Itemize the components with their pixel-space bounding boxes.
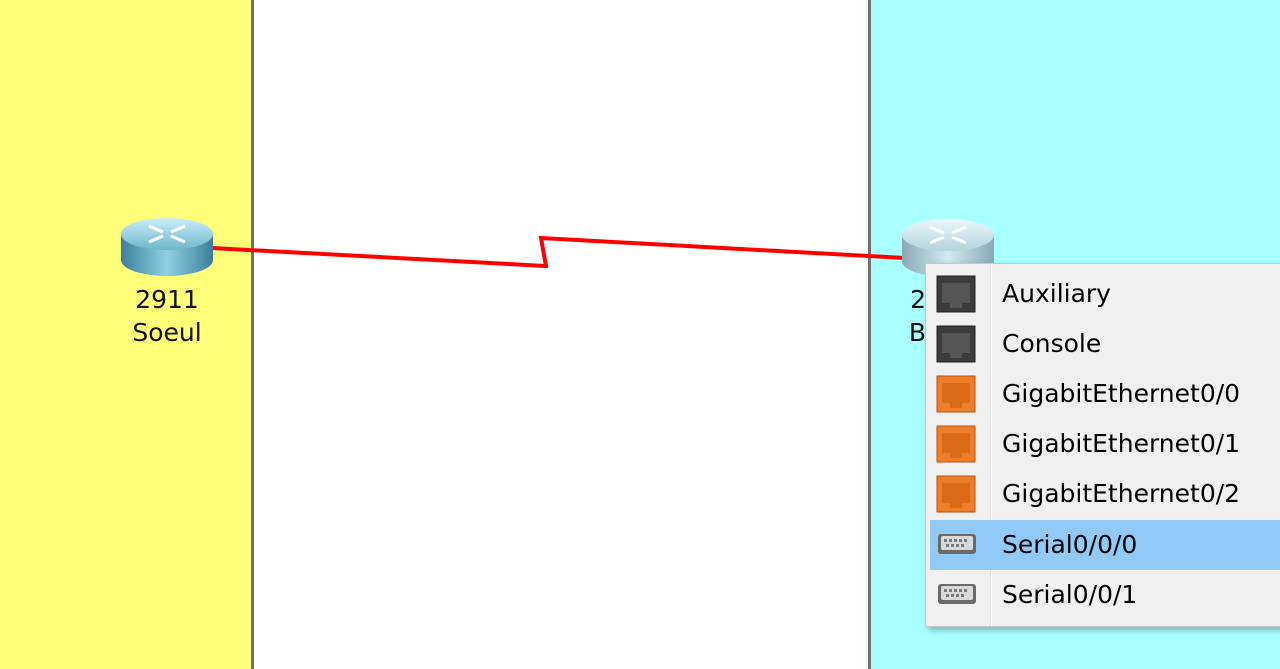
menu-item-console[interactable]: Console: [930, 319, 1280, 369]
menu-item-label: Serial0/0/0: [1002, 530, 1138, 559]
workspace-zone-middle: [254, 0, 868, 669]
menu-item-auxiliary[interactable]: Auxiliary: [930, 269, 1280, 319]
workspace-zone-left: [0, 0, 254, 669]
console-port-icon: [936, 325, 976, 363]
menu-item-label: GigabitEthernet0/0: [1002, 379, 1241, 408]
menu-item-label: GigabitEthernet0/2: [1002, 479, 1241, 508]
menu-item-serial0-0-1[interactable]: Serial0/0/1: [930, 570, 1280, 620]
console-port-icon: [936, 275, 976, 313]
router-model-label: 2: [910, 285, 926, 314]
router-name-label: B: [908, 318, 926, 347]
menu-item-label: GigabitEthernet0/1: [1002, 429, 1241, 458]
menu-item-gigabitethernet0-2[interactable]: GigabitEthernet0/2: [930, 469, 1280, 519]
router-model-label: 2911: [135, 285, 199, 314]
serial-port-icon: [938, 534, 976, 554]
router-name-label: Soeul: [132, 318, 202, 347]
ethernet-port-icon: [936, 425, 976, 463]
ethernet-port-icon: [936, 375, 976, 413]
port-context-menu: Auxiliary Console GigabitEthernet0/0 Gig…: [925, 263, 1280, 627]
router-icon: [121, 218, 213, 276]
router-b-label: 2 B: [858, 283, 926, 349]
menu-item-serial0-0-0[interactable]: Serial0/0/0: [930, 520, 1280, 570]
router-soeul-label: 2911 Soeul: [107, 283, 227, 349]
router-soeul-icon[interactable]: [119, 212, 215, 282]
menu-item-gigabitethernet0-1[interactable]: GigabitEthernet0/1: [930, 419, 1280, 469]
menu-item-label: Auxiliary: [1002, 279, 1111, 308]
menu-item-label: Console: [1002, 329, 1102, 358]
menu-item-label: Serial0/0/1: [1002, 580, 1138, 609]
ethernet-port-icon: [936, 475, 976, 513]
menu-item-gigabitethernet0-0[interactable]: GigabitEthernet0/0: [930, 369, 1280, 419]
menu-separator: [990, 264, 992, 626]
serial-port-icon: [938, 584, 976, 604]
